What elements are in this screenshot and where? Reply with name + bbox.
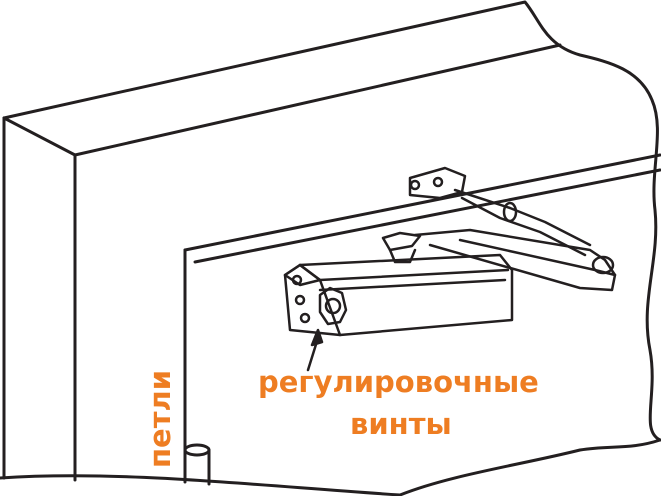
adjusting-screws-label-line2: винты: [350, 407, 452, 441]
door-frame-recess: [183, 153, 661, 482]
door-closer: [283, 166, 617, 372]
hinges-label: петли: [143, 369, 177, 468]
adjusting-screws-label-line1: регулировочные: [258, 365, 539, 399]
hinge: [183, 443, 211, 486]
